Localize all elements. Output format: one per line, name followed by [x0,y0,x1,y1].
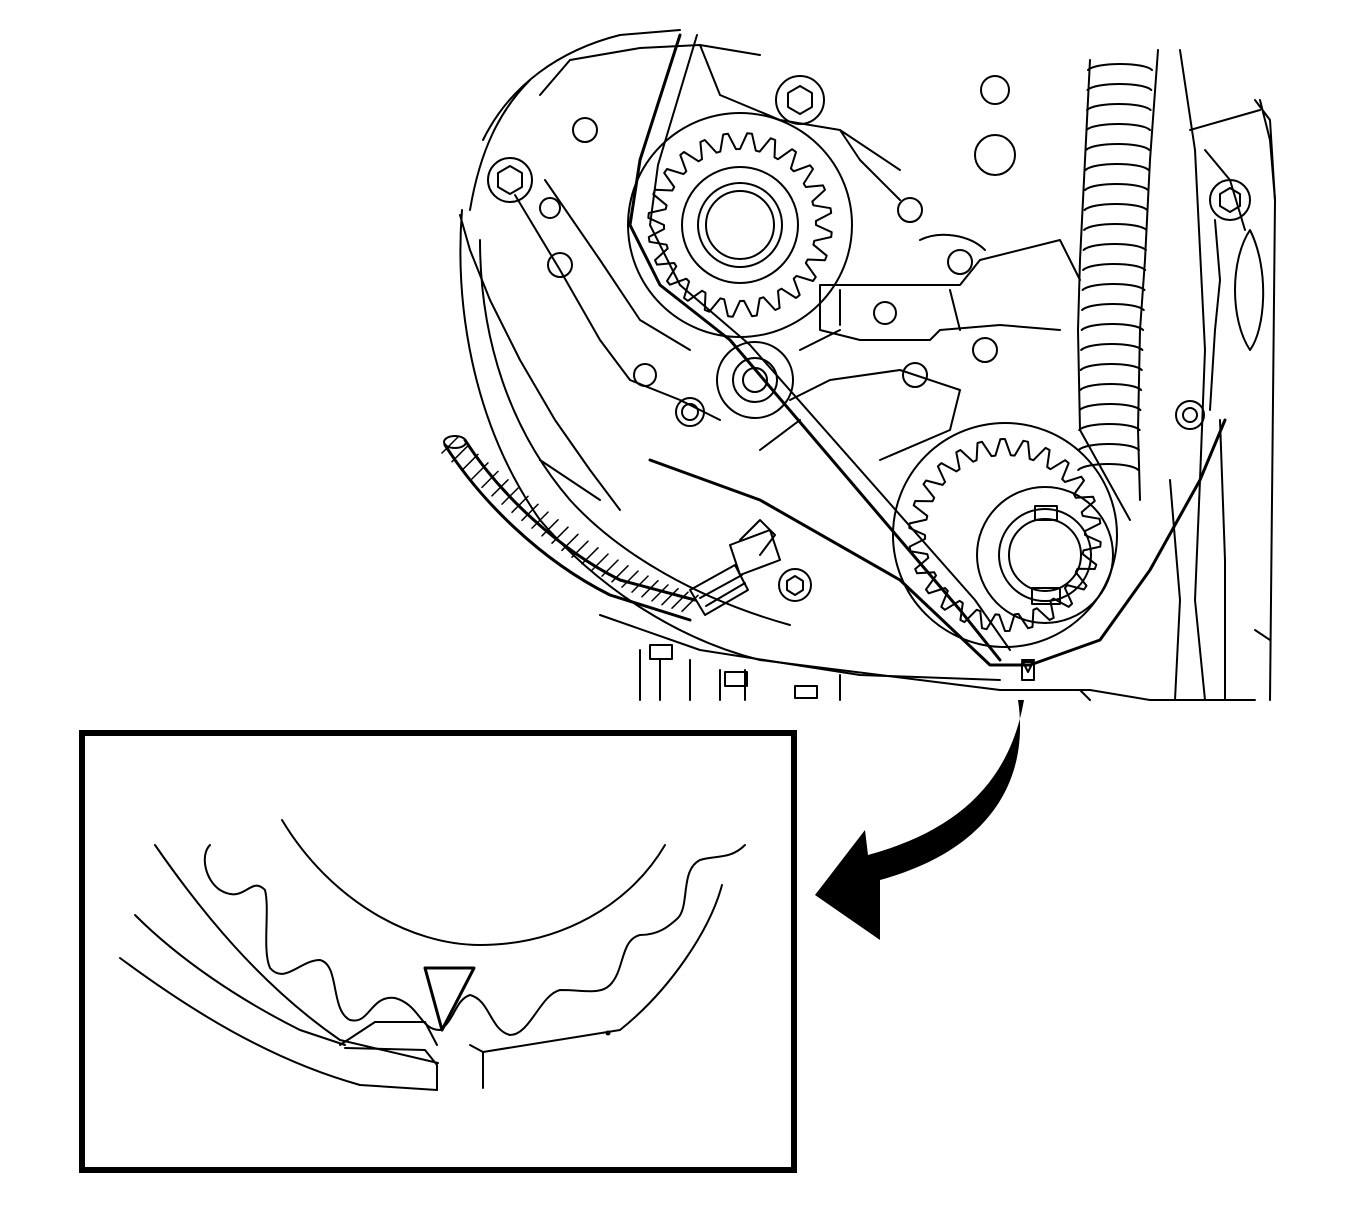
detail-cover-lower [119,957,438,1091]
detail-reference-dot [605,1030,611,1036]
timing-belt [628,33,1227,667]
belt-tensioner [1189,99,1276,411]
detail-timing-mark-triangle [423,966,476,1032]
mounting-bolt [775,75,825,125]
mounting-bolt [778,568,812,602]
mounting-bolt [1209,179,1251,221]
detail-sprocket-teeth [203,844,746,1036]
crankshaft-sprocket [892,422,1118,648]
engine-front-view [441,29,1276,701]
detail-belt-outer [154,844,439,1064]
pump-housing-plate [839,233,986,331]
sensor-wiring-harness [441,435,699,622]
oil-pan-edge [1079,629,1271,701]
timing-cover-inner-outline [469,79,791,626]
mounting-bolt [487,157,533,203]
oil-pan-edge [599,614,1001,701]
timing-belt-right-strand [1077,59,1131,521]
timing-mark-detail-view [79,730,797,1173]
detail-belt-outer [134,914,346,1046]
detail-cover-right-outer [469,1044,484,1053]
detail-cover-edge [339,1021,438,1046]
pump-housing-plate [759,239,1081,461]
crankshaft-position-sensor [689,519,781,616]
callout-arrow [815,700,1024,940]
housing-rib [514,179,721,421]
detail-cover-right [482,884,723,1089]
timing-cover-outline [459,29,1256,701]
timing-mark-pointer [1021,659,1035,681]
cover-hole [539,75,1205,430]
pan-bolt [649,644,818,699]
timing-cover-flange [459,214,621,511]
detail-sprocket-hub-arc [281,819,666,946]
housing-side [1169,49,1276,701]
camshaft-sprocket [627,112,853,338]
